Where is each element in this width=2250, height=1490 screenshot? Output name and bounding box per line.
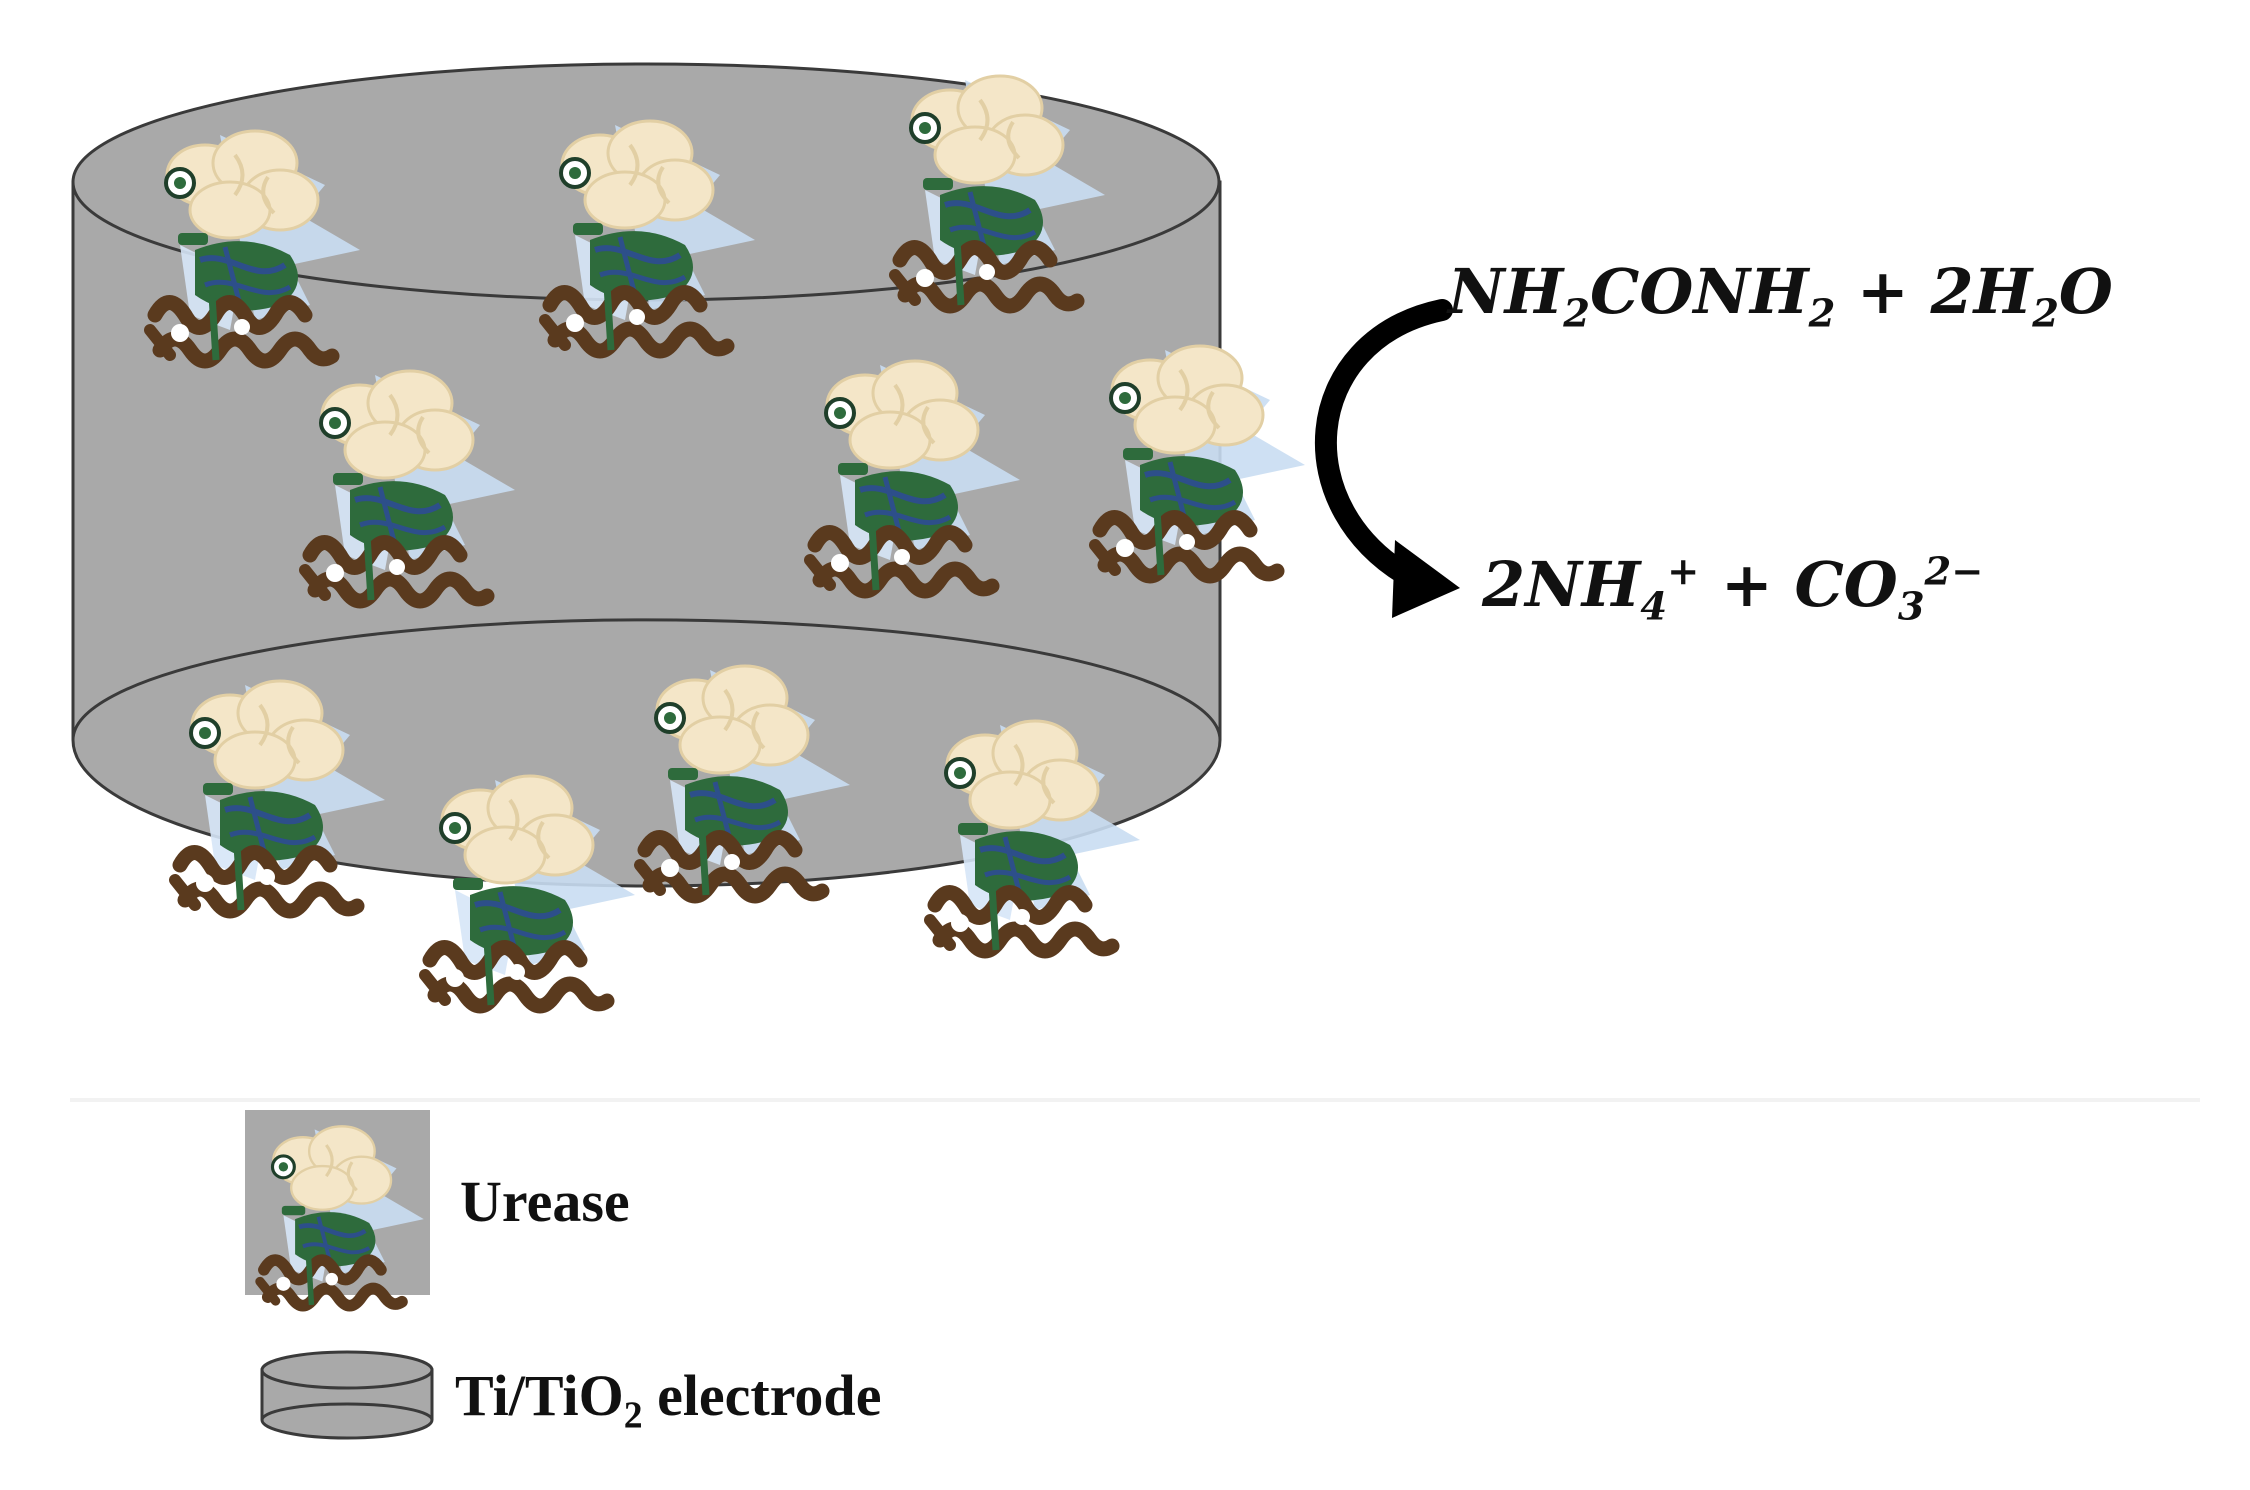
legend-electrode-icon bbox=[260, 1350, 434, 1440]
urease-molecule bbox=[1095, 346, 1305, 576]
legend-electrode-label: Ti/TiO2 electrode bbox=[455, 1363, 882, 1437]
reaction-arrow bbox=[1314, 299, 1460, 618]
legend-urease-label: Urease bbox=[460, 1169, 630, 1234]
reactant-equation: NH2CONH2 + 2H2O bbox=[1448, 255, 2113, 337]
legend-urease-icon bbox=[245, 1110, 430, 1306]
product-equation: 2NH4+ + CO32− bbox=[1482, 548, 1984, 630]
